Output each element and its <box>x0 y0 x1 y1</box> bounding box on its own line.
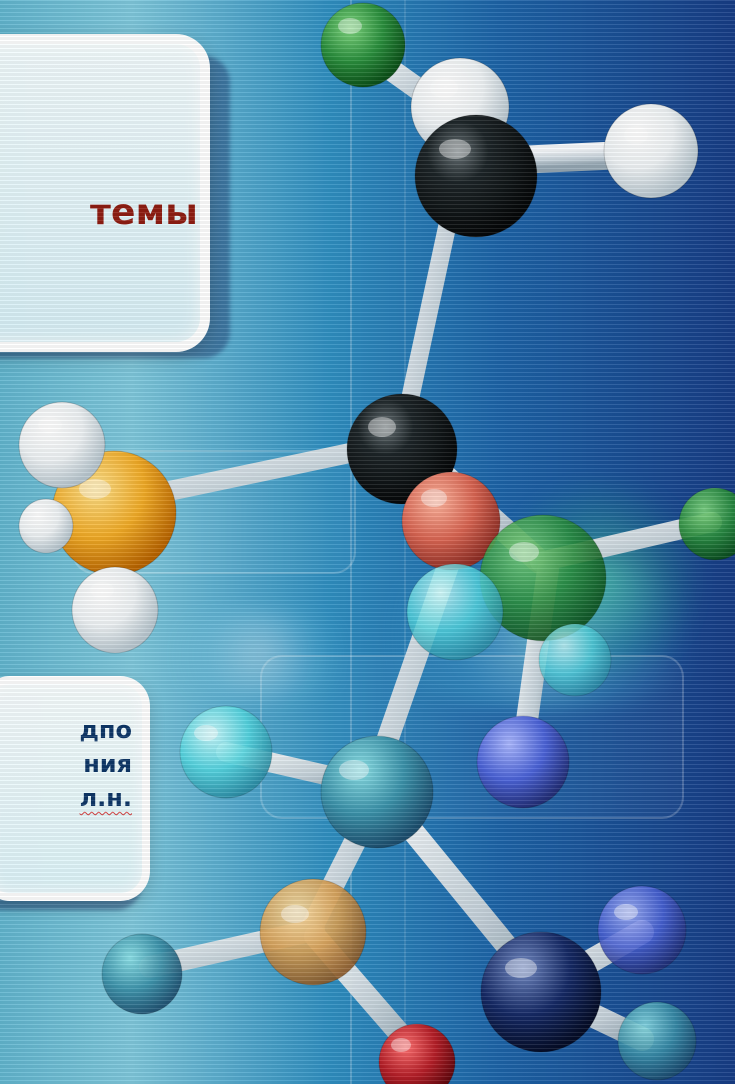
vertical-guide-line <box>350 0 352 1084</box>
author-line-3: л.н. <box>79 784 132 813</box>
title-text: темы <box>89 192 198 233</box>
vertical-guide-line <box>404 0 406 1084</box>
author-line-1: дпо <box>79 716 132 744</box>
author-line-2: ния <box>83 750 132 779</box>
author-card: дпо ния л.н. <box>0 676 150 901</box>
author-text-block: дпо ния л.н. <box>22 713 132 815</box>
white-glow <box>150 610 370 700</box>
title-card: темы <box>0 34 210 352</box>
